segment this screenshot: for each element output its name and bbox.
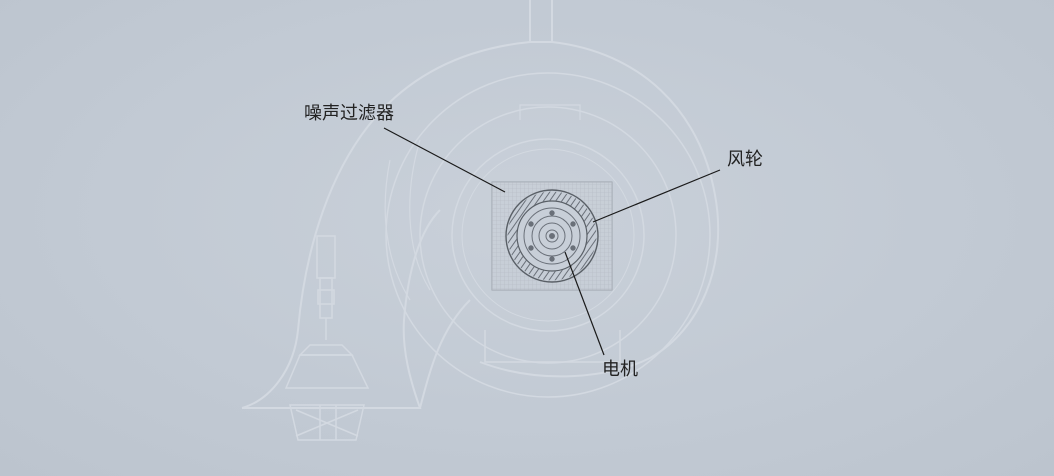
motor-label: 电机 <box>602 359 638 380</box>
housing-outline <box>241 0 720 409</box>
noise-filter-label: 噪声过滤器 <box>304 103 394 124</box>
fan-wheel-leader <box>592 169 721 223</box>
noise-filter-leader <box>383 127 506 193</box>
motor-leader <box>564 251 605 356</box>
base-fixture <box>284 235 370 441</box>
leader-lines <box>383 127 721 356</box>
motor <box>523 207 581 265</box>
fan-wheel-label: 风轮 <box>727 149 763 170</box>
